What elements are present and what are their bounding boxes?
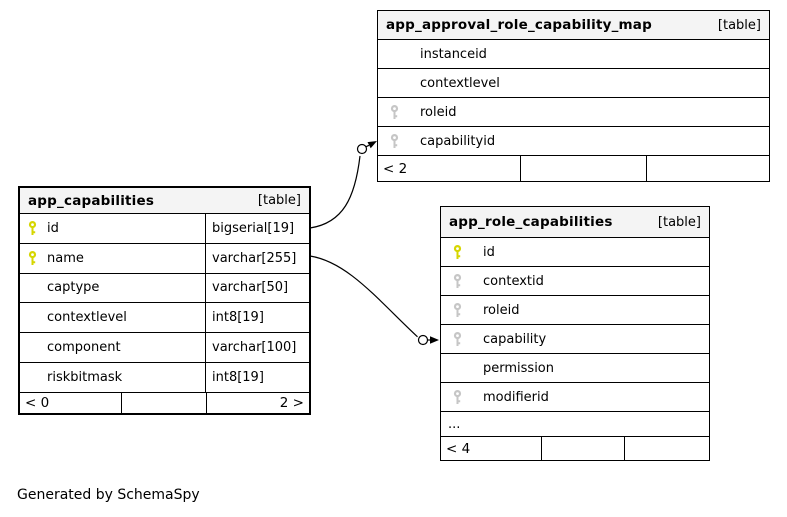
- column-type: varchar[255]: [212, 250, 297, 266]
- table-title: app_capabilities: [28, 192, 155, 209]
- footer-cell-middle: [542, 437, 625, 460]
- footer-degree-right: 2 >: [279, 394, 304, 411]
- table-node-app-role-capabilities[interactable]: app_role_capabilities [table] id context…: [440, 206, 710, 461]
- column-row-contextlevel: contextlevel: [378, 69, 769, 98]
- column-type: int8[19]: [212, 369, 264, 385]
- column-name: capabilityid: [420, 133, 496, 149]
- column-name: riskbitmask: [47, 369, 123, 385]
- edge-endpoint-circle: [356, 143, 368, 155]
- table-node-app-capabilities[interactable]: app_capabilities [table] id bigserial[19…: [18, 186, 311, 415]
- footer-cell-middle: [521, 156, 647, 181]
- column-name: permission: [483, 360, 554, 376]
- primary-key-icon: [28, 220, 37, 236]
- relationship-id-to-capabilityid: [309, 141, 377, 229]
- column-name: contextlevel: [420, 75, 500, 91]
- column-row-contextlevel: contextlevel int8[19]: [20, 303, 309, 334]
- column-row-name: name varchar[255]: [20, 243, 309, 274]
- table-type-badge: [table]: [657, 214, 701, 230]
- table-type-badge: [table]: [717, 17, 761, 33]
- column-name: component: [47, 340, 121, 356]
- column-type-cell: varchar[50]: [206, 280, 309, 295]
- table-header[interactable]: app_role_capabilities [table]: [441, 207, 709, 238]
- column-name: captype: [47, 280, 100, 296]
- foreign-key-icon: [453, 302, 462, 318]
- table-title: app_role_capabilities: [449, 214, 613, 230]
- column-row-id: id: [441, 238, 709, 267]
- table-title: app_approval_role_capability_map: [386, 17, 652, 33]
- edge-arrowhead: [430, 336, 439, 344]
- footer-cell-right: [647, 156, 769, 181]
- column-type-cell: varchar[100]: [206, 340, 309, 355]
- column-name: id: [47, 220, 59, 236]
- table-header[interactable]: app_approval_role_capability_map [table]: [378, 11, 769, 40]
- table-footer: < 4: [441, 437, 709, 460]
- column-name-cell: name: [20, 243, 206, 273]
- column-row-capabilityid: capabilityid: [378, 127, 769, 156]
- footer-cell-middle: [122, 392, 207, 413]
- column-type: varchar[50]: [212, 280, 289, 296]
- column-row-modifierid: modifierid: [441, 383, 709, 412]
- table-node-app-approval-role-capability-map[interactable]: app_approval_role_capability_map [table]…: [377, 10, 770, 182]
- column-row-permission: permission: [441, 354, 709, 383]
- column-name-cell: component: [20, 333, 206, 362]
- column-row-roleid: roleid: [378, 98, 769, 127]
- generator-credit: Generated by SchemaSpy: [17, 487, 200, 503]
- column-name: contextid: [483, 273, 544, 289]
- column-row-contextid: contextid: [441, 267, 709, 296]
- column-row-roleid: roleid: [441, 296, 709, 325]
- foreign-key-icon: [453, 331, 462, 347]
- column-type: bigserial[19]: [212, 220, 295, 236]
- column-name: capability: [483, 331, 547, 347]
- column-name-cell: contextlevel: [20, 303, 206, 333]
- table-type-badge: [table]: [257, 193, 301, 208]
- primary-key-icon: [453, 244, 462, 260]
- column-name: modifierid: [483, 389, 549, 405]
- column-row-captype: captype varchar[50]: [20, 273, 309, 304]
- primary-key-icon: [28, 250, 37, 266]
- edge-stub: [365, 144, 370, 148]
- table-header[interactable]: app_capabilities [table]: [20, 188, 309, 214]
- relationship-line: [309, 255, 418, 338]
- column-type-cell: varchar[255]: [206, 251, 309, 266]
- foreign-key-icon: [453, 389, 462, 405]
- column-row-component: component varchar[100]: [20, 333, 309, 363]
- column-name: contextlevel: [47, 310, 127, 326]
- column-name: instanceid: [420, 46, 487, 62]
- table-footer: < 0 2 >: [20, 392, 309, 413]
- footer-degree-left: < 4: [441, 437, 542, 460]
- column-name-cell: riskbitmask: [20, 362, 206, 392]
- column-type-cell: int8[19]: [206, 370, 309, 385]
- footer-cell-right: [625, 437, 709, 460]
- column-name-cell: captype: [20, 273, 206, 303]
- edge-arrowhead: [367, 141, 377, 149]
- column-name: id: [483, 244, 495, 260]
- foreign-key-icon: [453, 273, 462, 289]
- foreign-key-icon: [390, 133, 399, 149]
- foreign-key-icon: [390, 104, 399, 120]
- more-columns-indicator: ...: [441, 412, 709, 437]
- table-footer: < 2: [378, 156, 769, 181]
- relationship-line: [309, 155, 361, 229]
- column-row-id: id bigserial[19]: [20, 214, 309, 244]
- column-name-cell: id: [20, 214, 206, 243]
- footer-degree-left: < 0: [20, 392, 122, 413]
- column-type: int8[19]: [212, 310, 264, 326]
- column-name: roleid: [420, 104, 457, 120]
- edge-endpoint-circle: [417, 334, 429, 346]
- column-type-cell: bigserial[19]: [206, 221, 309, 236]
- column-row-instanceid: instanceid: [378, 40, 769, 69]
- column-row-capability: capability: [441, 325, 709, 354]
- relationship-name-to-capability: [309, 255, 439, 346]
- footer-degree-left: < 2: [378, 156, 521, 181]
- column-name: roleid: [483, 302, 520, 318]
- column-type: varchar[100]: [212, 340, 297, 356]
- column-type-cell: int8[19]: [206, 310, 309, 325]
- column-name: name: [47, 250, 84, 266]
- column-row-riskbitmask: riskbitmask int8[19]: [20, 362, 309, 393]
